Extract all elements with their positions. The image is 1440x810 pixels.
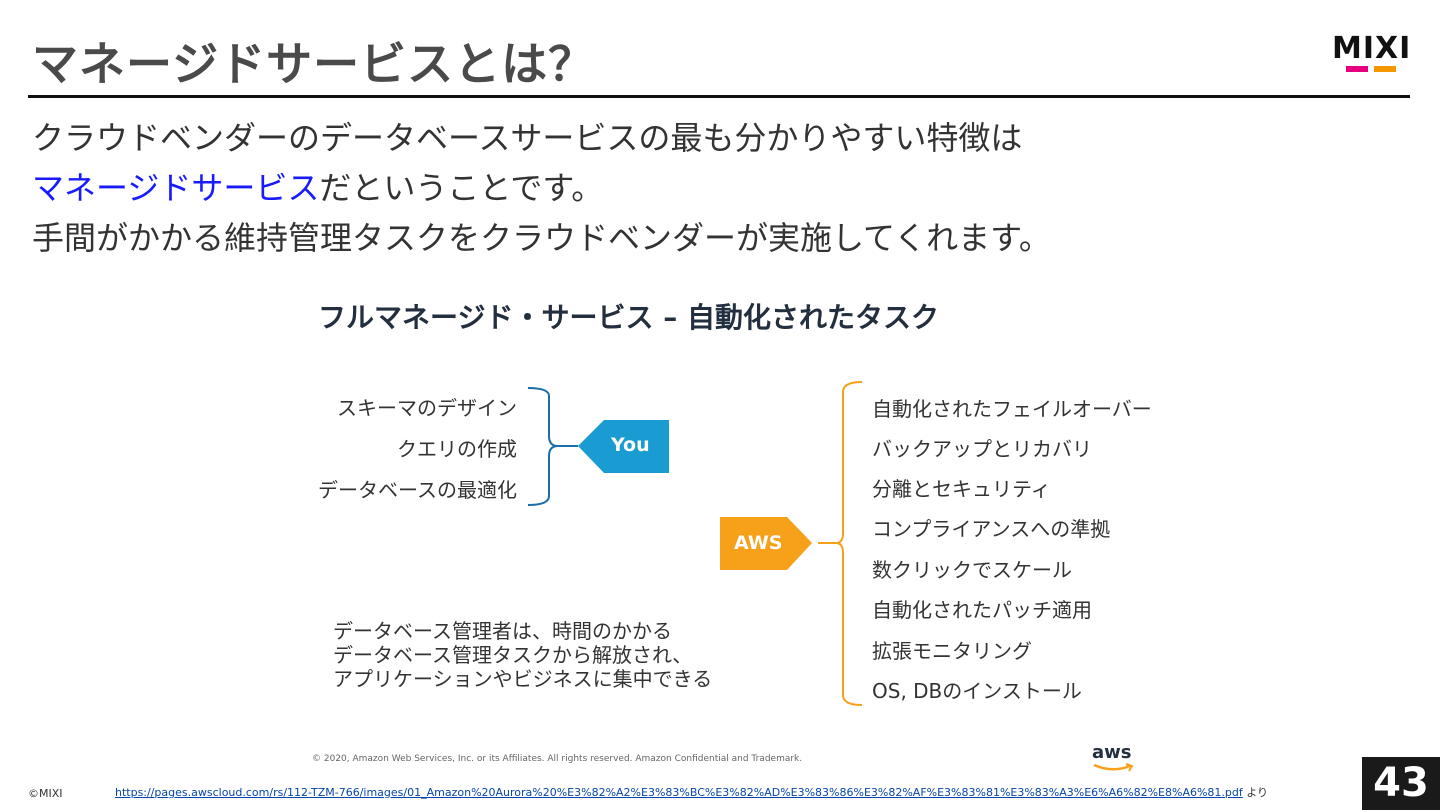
aws-copyright: © 2020, Amazon Web Services, Inc. or its… xyxy=(312,754,803,764)
title-divider xyxy=(28,95,1410,98)
slide-title: マネージドサービスとは？ xyxy=(32,37,596,91)
you-task-item: データベースの最適化 xyxy=(318,478,517,502)
aws-task-item: 拡張モニタリング xyxy=(872,639,1032,663)
note-line: アプリケーションやビジネスに集中できる xyxy=(333,667,713,691)
you-label: You xyxy=(611,434,650,456)
body-line-3: 手間がかかる維持管理タスクをクラウドベンダーが実施してくれます。 xyxy=(32,219,1051,257)
mixi-logo: MIXI xyxy=(1332,34,1412,74)
aws-task-item: OS, DBのインストール xyxy=(872,679,1082,703)
you-task-item: スキーマのデザイン xyxy=(337,396,517,420)
aws-bracket xyxy=(835,381,863,706)
aws-task-item: 分離とセキュリティ xyxy=(872,477,1051,501)
aws-task-item: コンプライアンスへの準拠 xyxy=(872,517,1111,541)
aws-smile-icon xyxy=(1093,763,1134,772)
aws-arrow-shape xyxy=(720,517,812,570)
body-line-2-rest: だということです。 xyxy=(319,169,604,207)
source-citation: https://pages.awscloud.com/rs/112-TZM-76… xyxy=(115,784,1268,800)
aws-task-item: 自動化されたパッチ適用 xyxy=(872,598,1092,622)
aws-logo: aws xyxy=(1088,742,1138,774)
diagram-title: フルマネージド・サービス – 自動化されたタスク xyxy=(318,301,939,334)
logo-accent-orange xyxy=(1374,66,1396,72)
you-task-item: クエリの作成 xyxy=(397,437,517,461)
body-text: クラウドベンダーのデータベースサービスの最も分かりやすい特徴は マネージドサービ… xyxy=(32,113,1051,263)
aws-task-item: バックアップとリカバリ xyxy=(872,437,1092,461)
you-arrow-shape xyxy=(578,420,669,473)
note-line: データベース管理タスクから解放され、 xyxy=(333,643,693,667)
dba-note: データベース管理者は、時間のかかる データベース管理タスクから解放され、 アプリ… xyxy=(333,619,712,691)
logo-accent-pink xyxy=(1346,66,1368,72)
aws-logo-text: aws xyxy=(1092,742,1132,763)
source-link[interactable]: https://pages.awscloud.com/rs/112-TZM-76… xyxy=(115,786,1243,799)
body-line-1: クラウドベンダーのデータベースサービスの最も分かりやすい特徴は xyxy=(32,119,1023,157)
body-line-2: マネージドサービスだということです。 xyxy=(32,163,1051,213)
aws-task-item: 数クリックでスケール xyxy=(872,558,1072,582)
aws-task-item: 自動化されたフェイルオーバー xyxy=(872,397,1152,421)
you-bracket xyxy=(527,387,559,506)
source-suffix: より xyxy=(1246,786,1269,799)
note-line: データベース管理者は、時間のかかる xyxy=(333,619,672,643)
aws-label: AWS xyxy=(734,532,783,554)
footer-copyright: ©MIXI xyxy=(28,787,63,800)
managed-service-highlight: マネージドサービス xyxy=(32,169,320,207)
mixi-logo-text: MIXI xyxy=(1332,31,1412,66)
page-number: 43 xyxy=(1362,757,1440,810)
